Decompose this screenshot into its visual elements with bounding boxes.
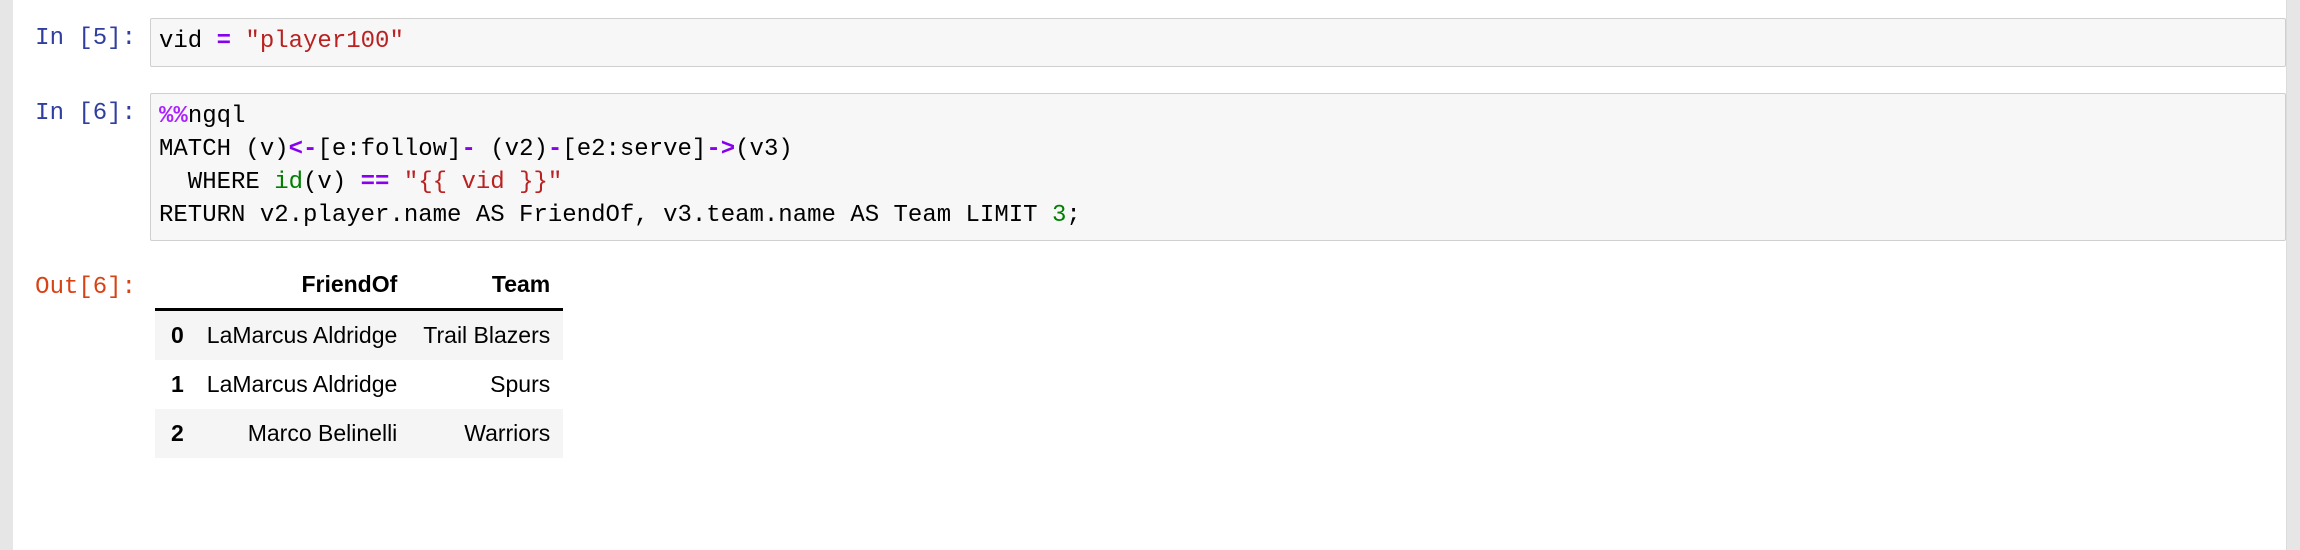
cell-output-area: FriendOf Team 0 LaMarcus Aldridge Trail …	[150, 267, 2286, 458]
code-token: (v)	[303, 169, 361, 196]
cell-team: Spurs	[490, 371, 551, 397]
code-token-string: "{{ vid }}"	[403, 169, 563, 196]
code-token-operator: =	[216, 28, 232, 55]
code-token-number: 3	[1051, 202, 1067, 229]
notebook-body: In [5]: vid = "player100" In [6]: %%ngql…	[13, 0, 2286, 550]
cell-friendof: LaMarcus Aldridge	[206, 322, 398, 348]
notebook-cell-in-5[interactable]: In [5]: vid = "player100"	[13, 18, 2286, 67]
code-token-magic: %%	[159, 103, 188, 130]
code-token-operator: -	[461, 136, 476, 163]
code-token-function: id	[274, 169, 304, 196]
code-source-in-5[interactable]: vid = "player100"	[159, 25, 2285, 58]
dataframe-header: FriendOf Team	[155, 267, 564, 311]
row-index: 1	[171, 371, 184, 397]
code-token	[231, 28, 245, 55]
dataframe-body: 0 LaMarcus Aldridge Trail Blazers 1 LaMa…	[155, 309, 564, 458]
code-token: (v3)	[735, 136, 793, 163]
cell-friendof: LaMarcus Aldridge	[206, 371, 398, 397]
table-row: 2 Marco Belinelli Warriors	[155, 409, 564, 458]
table-row: 0 LaMarcus Aldridge Trail Blazers	[155, 309, 564, 360]
code-token-operator: ->	[706, 136, 736, 163]
column-header-team: Team	[410, 267, 564, 311]
code-input-in-5[interactable]: vid = "player100"	[150, 18, 2286, 67]
code-token-operator: -	[547, 136, 563, 163]
code-token	[389, 169, 403, 196]
notebook-cell-in-6[interactable]: In [6]: %%ngql MATCH (v)<-[e:follow]- (v…	[13, 93, 2286, 241]
cell-prompt-in-6: In [6]:	[35, 100, 136, 127]
cell-friendof: Marco Belinelli	[247, 420, 398, 446]
cell-prompt-out-6: Out[6]:	[35, 274, 136, 301]
row-index: 2	[171, 420, 184, 446]
scrollbar-gutter[interactable]	[2286, 0, 2300, 550]
code-token: WHERE	[159, 169, 275, 196]
code-token-operator: ==	[360, 169, 390, 196]
column-header-index	[155, 267, 194, 311]
code-token-string: "player100"	[245, 28, 404, 55]
table-row: 1 LaMarcus Aldridge Spurs	[155, 360, 564, 409]
code-token: RETURN v2.player.name AS FriendOf, v3.te…	[159, 202, 1052, 229]
code-input-in-6[interactable]: %%ngql MATCH (v)<-[e:follow]- (v2)-[e2:s…	[150, 93, 2286, 241]
cell-team: Warriors	[464, 420, 551, 446]
dataframe-table: FriendOf Team 0 LaMarcus Aldridge Trail …	[155, 267, 564, 458]
code-token: (v2)	[475, 136, 548, 163]
code-token: [e2:serve]	[562, 136, 707, 163]
code-token: [e:follow]	[317, 136, 462, 163]
code-token-operator: <-	[288, 136, 318, 163]
code-token: vid	[159, 28, 217, 55]
cell-prompt-in-5: In [5]:	[35, 25, 136, 52]
code-source-in-6[interactable]: %%ngql MATCH (v)<-[e:follow]- (v2)-[e2:s…	[159, 100, 2285, 232]
code-token: ngql	[187, 103, 246, 130]
row-index: 0	[171, 322, 184, 348]
table-header-row: FriendOf Team	[155, 267, 564, 311]
code-token: MATCH (v)	[159, 136, 289, 163]
left-gutter-strip	[0, 0, 13, 550]
cell-team: Trail Blazers	[423, 322, 551, 348]
notebook-cell-out-6: Out[6]: FriendOf Team 0 LaMarcus Aldridg…	[13, 267, 2286, 458]
column-header-friendof: FriendOf	[193, 267, 411, 311]
code-token: ;	[1066, 202, 1081, 229]
